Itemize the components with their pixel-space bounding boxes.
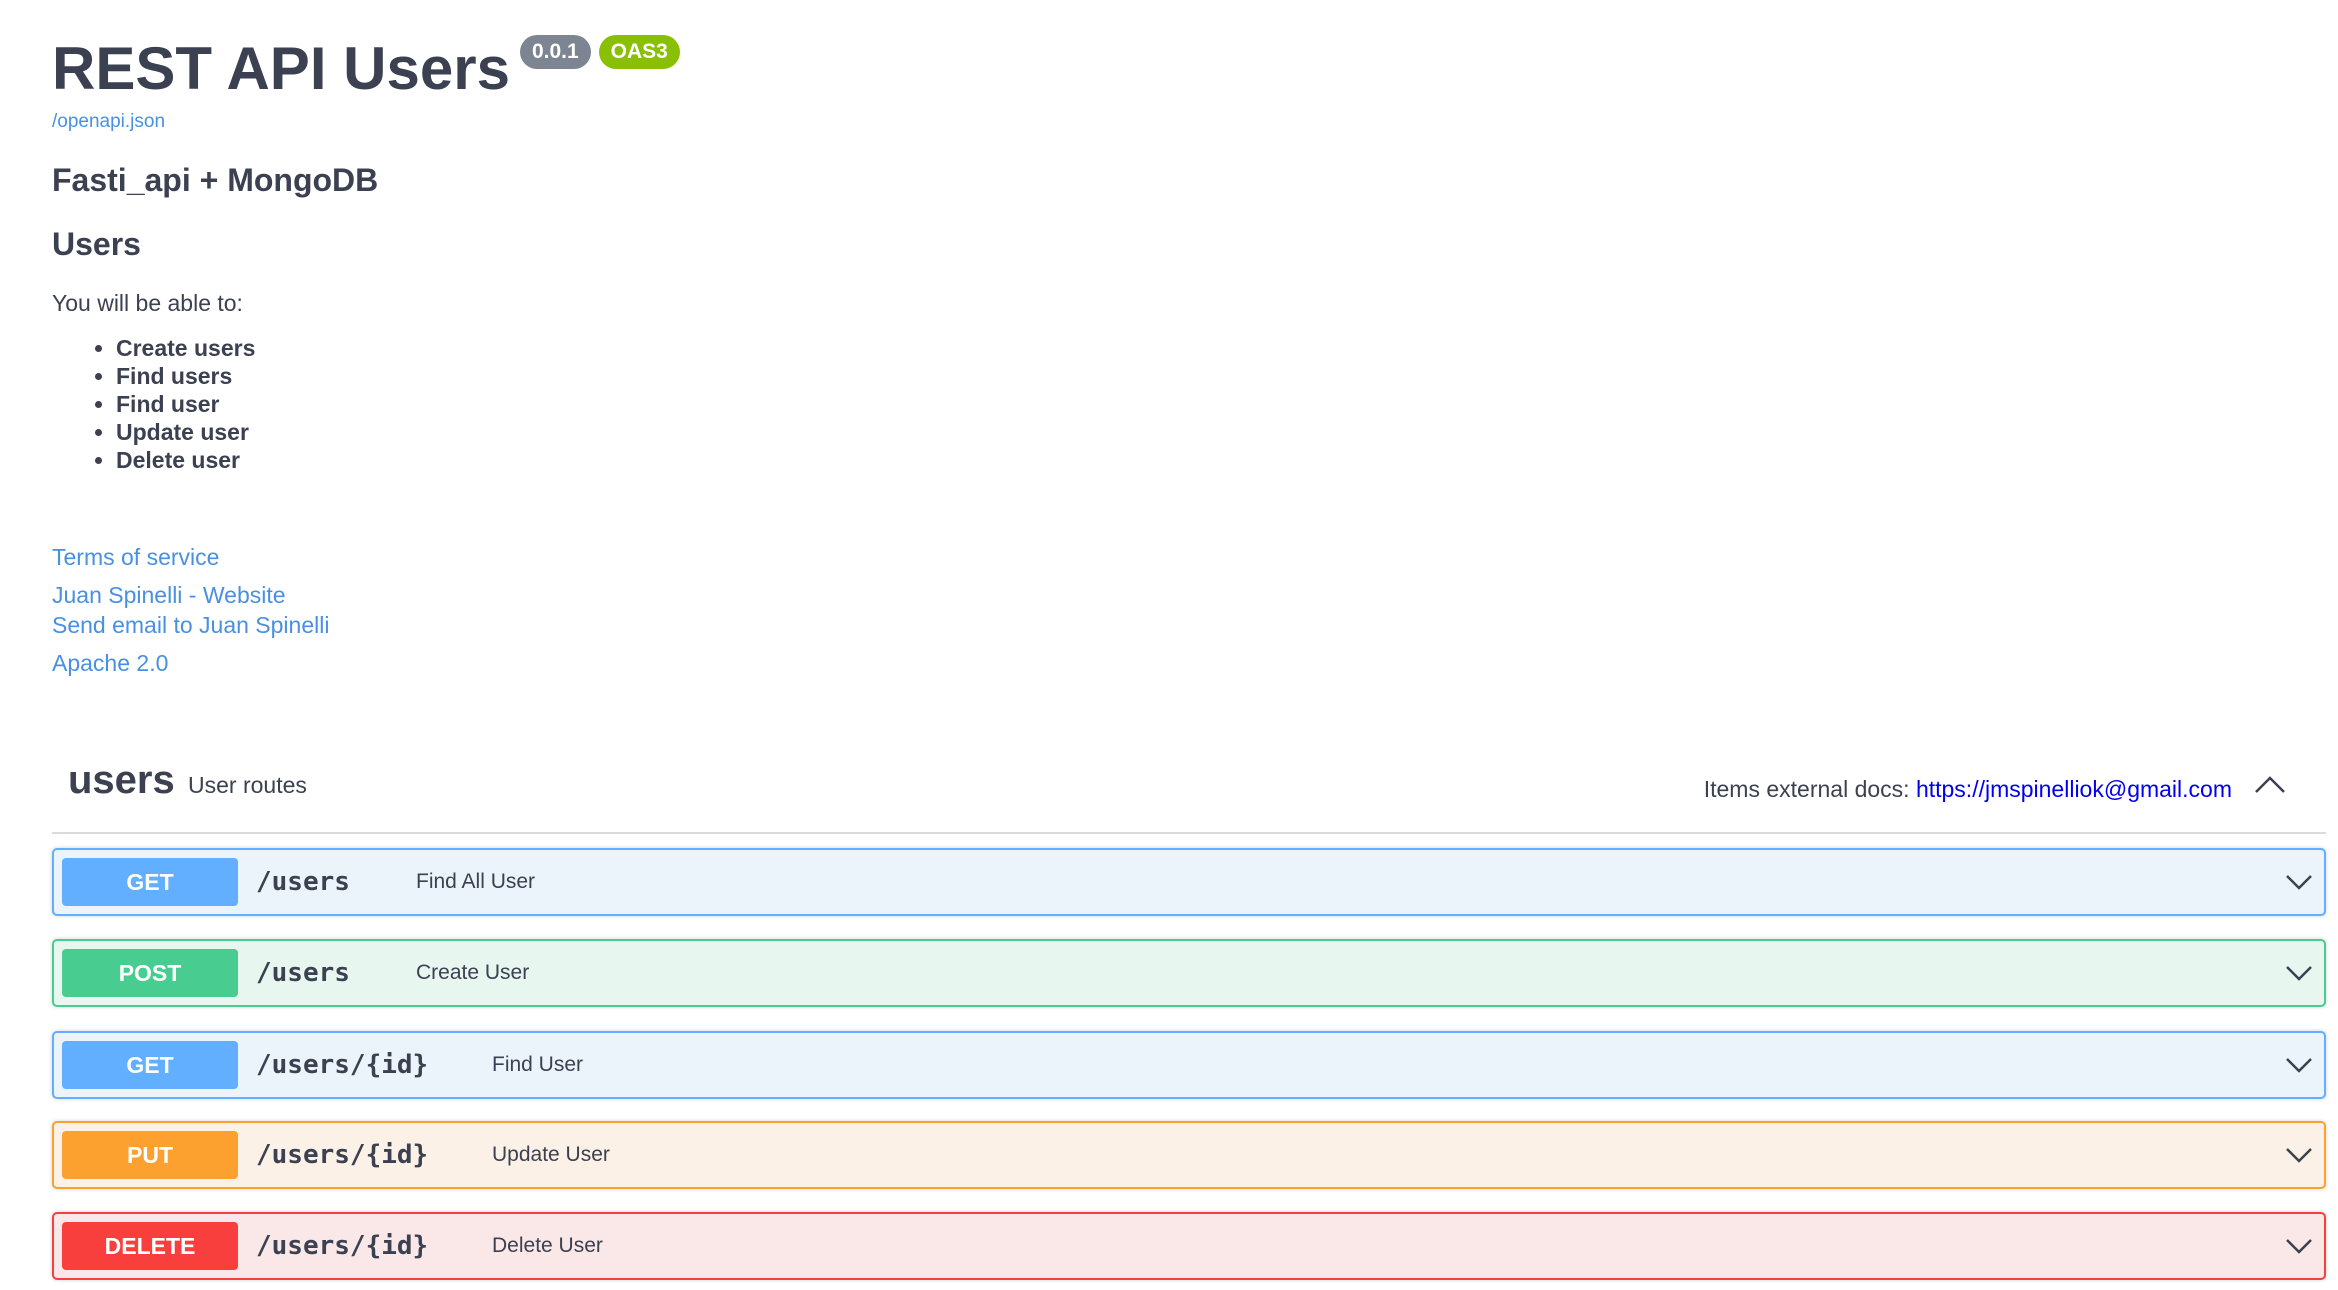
website-link[interactable]: Juan Spinelli - Website bbox=[52, 582, 286, 608]
version-badge: 0.0.1 bbox=[519, 35, 591, 69]
operation-summary: Delete User bbox=[492, 1234, 603, 1257]
chevron-down-icon[interactable] bbox=[2284, 1053, 2314, 1077]
terms-of-service-link[interactable]: Terms of service bbox=[52, 544, 220, 570]
oas-badge: OAS3 bbox=[598, 35, 680, 69]
operation-post-users[interactable]: POST /users Create User bbox=[52, 939, 2326, 1007]
chevron-down-icon[interactable] bbox=[2284, 1234, 2314, 1258]
email-link[interactable]: Send email to Juan Spinelli bbox=[52, 612, 330, 638]
chevron-down-icon[interactable] bbox=[2284, 961, 2314, 985]
operation-path: /users/{id} bbox=[256, 1050, 429, 1080]
api-description: Fasti_api + MongoDB Users You will be ab… bbox=[52, 162, 379, 473]
method-badge: POST bbox=[62, 949, 238, 997]
method-badge: GET bbox=[62, 858, 238, 906]
external-docs: Items external docs: https://jmspinellio… bbox=[1704, 778, 2232, 801]
description-heading: Fasti_api + MongoDB bbox=[52, 162, 379, 198]
chevron-up-icon[interactable] bbox=[2252, 770, 2288, 798]
description-subheading: Users bbox=[52, 226, 141, 262]
operation-path: /users bbox=[256, 867, 350, 897]
operation-delete-user[interactable]: DELETE /users/{id} Delete User bbox=[52, 1212, 2326, 1280]
operation-path: /users/{id} bbox=[256, 1140, 429, 1170]
operation-summary: Update User bbox=[492, 1143, 610, 1166]
method-badge: DELETE bbox=[62, 1222, 238, 1270]
tag-description: User routes bbox=[188, 772, 307, 798]
operation-summary: Create User bbox=[416, 961, 530, 984]
operation-summary: Find All User bbox=[416, 870, 536, 893]
operation-path: /users bbox=[256, 958, 350, 988]
title-row: REST API Users 0.0.1 OAS3 bbox=[52, 30, 2292, 108]
feature-item: Create users bbox=[116, 334, 255, 362]
chevron-down-icon[interactable] bbox=[2284, 870, 2314, 894]
description-intro: You will be able to: bbox=[52, 290, 243, 316]
method-badge: GET bbox=[62, 1041, 238, 1089]
external-docs-label: Items external docs: bbox=[1703, 776, 1910, 802]
api-title: REST API Users bbox=[52, 35, 510, 102]
license-link[interactable]: Apache 2.0 bbox=[52, 650, 169, 676]
tag-header-users[interactable]: users User routes Items external docs: h… bbox=[52, 752, 2326, 834]
feature-item: Delete user bbox=[116, 446, 255, 474]
feature-item: Find users bbox=[116, 362, 255, 390]
operation-put-user[interactable]: PUT /users/{id} Update User bbox=[52, 1121, 2326, 1189]
api-info: REST API Users 0.0.1 OAS3 /openapi.json … bbox=[52, 30, 2292, 675]
feature-list: Create users Find users Find user Update… bbox=[52, 334, 255, 474]
external-docs-link[interactable]: https://jmspinelliok@gmail.com bbox=[1915, 776, 2232, 802]
method-badge: PUT bbox=[62, 1131, 238, 1179]
openapi-json-link[interactable]: /openapi.json bbox=[52, 111, 166, 132]
feature-item: Update user bbox=[116, 418, 255, 446]
operation-summary: Find User bbox=[492, 1053, 584, 1076]
operation-get-user-by-id[interactable]: GET /users/{id} Find User bbox=[52, 1031, 2326, 1099]
operation-get-users[interactable]: GET /users Find All User bbox=[52, 848, 2326, 916]
chevron-down-icon[interactable] bbox=[2284, 1143, 2314, 1167]
tag-name: users bbox=[68, 758, 175, 802]
operation-path: /users/{id} bbox=[256, 1231, 429, 1261]
feature-item: Find user bbox=[116, 390, 255, 418]
